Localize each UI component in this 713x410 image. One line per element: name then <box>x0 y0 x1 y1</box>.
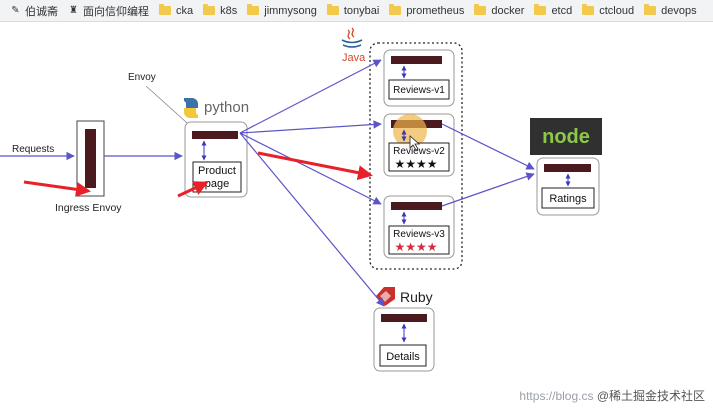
java-logo-text: Java <box>342 52 366 64</box>
reviews-v3-label: Reviews-v3 <box>393 229 445 240</box>
bookmark-prometheus[interactable]: prometheus <box>389 4 465 17</box>
reviews-v2-to-ratings-arrow <box>441 123 535 170</box>
ingress-envoy-sidecar <box>85 129 96 188</box>
bookmark-label: k8s <box>220 4 238 17</box>
ratings-label: Ratings <box>549 193 587 205</box>
reviews-group-container <box>369 42 463 270</box>
reviews-v3-app-box <box>388 225 450 255</box>
folder-icon <box>326 4 339 15</box>
bookmark-devops[interactable]: devops <box>644 4 697 17</box>
details-sidecar <box>381 314 427 322</box>
folder-icon <box>582 4 595 15</box>
folder-icon <box>474 4 487 15</box>
bookmark-jimmysong[interactable]: jimmysong <box>247 4 317 17</box>
folder-icon <box>534 4 547 15</box>
bookmarks-bar: ✎ 伯诚斋 ♜ 面向信仰编程 cka k8s jimmysong tonybai p… <box>0 0 713 22</box>
reviews-v1-sidecar <box>391 56 442 64</box>
bookmark-label: cka <box>176 4 194 17</box>
bookmark-label: jimmysong <box>264 4 317 17</box>
productpage-label-line2: page <box>205 178 229 190</box>
bookmark-ctcloud[interactable]: ctcloud <box>582 4 635 17</box>
python-logo-text: python <box>204 99 249 116</box>
bookmark-label: prometheus <box>406 4 465 17</box>
folder-icon <box>644 4 657 15</box>
bookmark-bochengzhai[interactable]: ✎ 伯诚斋 <box>10 3 58 19</box>
ratings-app-box <box>541 187 595 209</box>
bookmark-label: tonybai <box>343 4 380 17</box>
folder-icon <box>159 4 171 15</box>
folder-icon <box>203 4 216 15</box>
reviews-v2-label: Reviews-v2 <box>393 146 445 157</box>
bookmark-label: ctcloud <box>599 4 635 17</box>
watermark-url: https://blog.cs <box>519 389 594 403</box>
ruby-logo-text: Ruby <box>400 289 433 305</box>
red-annotation-arrow-ingress <box>23 180 91 197</box>
reviews-v3-sidecar <box>391 202 442 210</box>
productpage-to-reviews-v1-arrow <box>239 59 382 134</box>
productpage-sidecar <box>192 131 238 139</box>
envoy-label: Envoy <box>128 72 156 83</box>
mouse-cursor-icon <box>409 135 421 151</box>
bookinfo-diagram: Requests Ingress Envoy Envoy python Prod… <box>0 27 602 372</box>
node-logo-icon <box>530 118 602 155</box>
requests-label: Requests <box>12 144 54 155</box>
java-logo-icon <box>341 27 363 48</box>
bookmark-label: devops <box>661 4 697 17</box>
watermark: https://blog.cs @稀土掘金技术社区 <box>519 387 705 404</box>
details-label: Details <box>386 351 420 363</box>
productpage-label-line1: Product <box>198 165 236 177</box>
bookmark-k8s[interactable]: k8s <box>203 4 238 17</box>
bookmark-etcd[interactable]: etcd <box>534 4 573 17</box>
bookmark-label: 伯诚斋 <box>25 5 58 18</box>
reviews-v3-to-ratings-arrow <box>441 172 535 207</box>
ruby-logo-icon <box>376 287 395 306</box>
pen-icon: ✎ <box>11 5 20 16</box>
tower-icon: ♜ <box>69 5 78 16</box>
bookmark-faith-programming[interactable]: ♜ 面向信仰编程 <box>68 3 149 19</box>
bookmark-docker[interactable]: docker <box>474 4 525 17</box>
folder-icon <box>247 4 260 15</box>
bookmark-label: docker <box>491 4 525 17</box>
reviews-v1-app-box <box>388 79 450 100</box>
ingress-envoy-label: Ingress Envoy <box>55 202 122 214</box>
ratings-sidecar <box>544 164 591 172</box>
productpage-to-reviews-v2-arrow <box>239 120 382 134</box>
reviews-v1-label: Reviews-v1 <box>393 85 445 96</box>
bookmark-tonybai[interactable]: tonybai <box>326 4 380 17</box>
reviews-v2-stars: ★★★★ <box>394 157 437 171</box>
productpage-to-details-arrow <box>239 132 385 307</box>
bookmark-label: etcd <box>551 4 573 17</box>
bookmark-label: 面向信仰编程 <box>83 5 149 18</box>
bookmark-cka[interactable]: cka <box>159 4 194 17</box>
python-logo-icon <box>184 98 198 118</box>
folder-icon <box>389 4 402 15</box>
reviews-v3-stars: ★★★★ <box>394 240 437 254</box>
red-annotation-arrow-reviews <box>257 151 373 181</box>
productpage-to-reviews-v3-arrow <box>239 132 382 205</box>
node-logo-text: node <box>542 126 590 148</box>
reviews-v2-app-box <box>388 142 450 172</box>
watermark-brand: @稀土掘金技术社区 <box>596 389 705 403</box>
details-app-box <box>379 344 427 367</box>
red-annotation-arrow-productpage <box>177 181 209 198</box>
